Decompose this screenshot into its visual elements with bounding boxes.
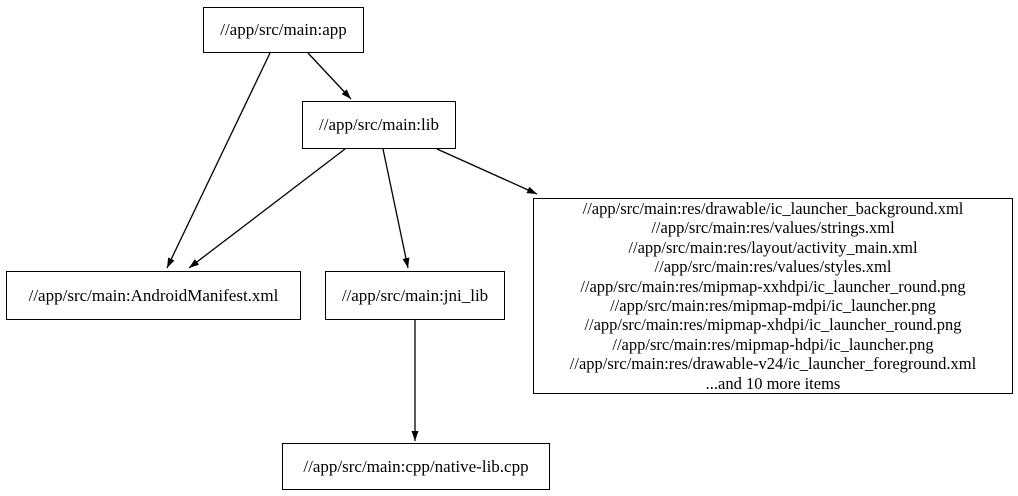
- res-group-line: //app/src/main:res/mipmap-xhdpi/ic_launc…: [584, 315, 962, 335]
- res-group-line: //app/src/main:res/mipmap-mdpi/ic_launch…: [610, 296, 936, 315]
- res-group-line: //app/src/main:res/mipmap-xxhdpi/ic_laun…: [580, 276, 966, 296]
- res-group-line: //app/src/main:res/layout/activity_main.…: [628, 237, 918, 257]
- node-app-label: //app/src/main:app: [220, 20, 347, 40]
- node-android-manifest: //app/src/main:AndroidManifest.xml: [6, 271, 301, 320]
- edge-lib-to-manifest: [188, 148, 346, 269]
- res-group-line: //app/src/main:res/drawable/ic_launcher_…: [582, 198, 964, 218]
- node-res-group: //app/src/main:res/drawable/ic_launcher_…: [533, 198, 1013, 394]
- edge-lib-to-res-group: [436, 148, 538, 195]
- node-native-lib-cpp-label: //app/src/main:cpp/native-lib.cpp: [303, 456, 529, 476]
- res-group-line: //app/src/main:res/drawable-v24/ic_launc…: [569, 354, 977, 374]
- node-android-manifest-label: //app/src/main:AndroidManifest.xml: [28, 285, 279, 305]
- node-native-lib-cpp: //app/src/main:cpp/native-lib.cpp: [282, 443, 550, 490]
- edge-lib-to-jni-lib: [382, 148, 410, 269]
- node-lib-label: //app/src/main:lib: [319, 115, 439, 135]
- res-group-line: //app/src/main:res/values/strings.xml: [651, 218, 895, 238]
- node-app: //app/src/main:app: [203, 7, 364, 53]
- node-jni-lib: //app/src/main:jni_lib: [325, 271, 505, 320]
- edge-app-to-lib: [307, 52, 352, 100]
- node-lib: //app/src/main:lib: [302, 101, 456, 149]
- res-group-more-items: ...and 10 more items: [705, 373, 841, 393]
- res-group-line: //app/src/main:res/values/styles.xml: [654, 257, 892, 277]
- res-group-line: //app/src/main:res/mipmap-hdpi/ic_launch…: [612, 334, 934, 354]
- node-jni-lib-label: //app/src/main:jni_lib: [341, 285, 489, 305]
- edge-app-to-manifest: [166, 52, 271, 269]
